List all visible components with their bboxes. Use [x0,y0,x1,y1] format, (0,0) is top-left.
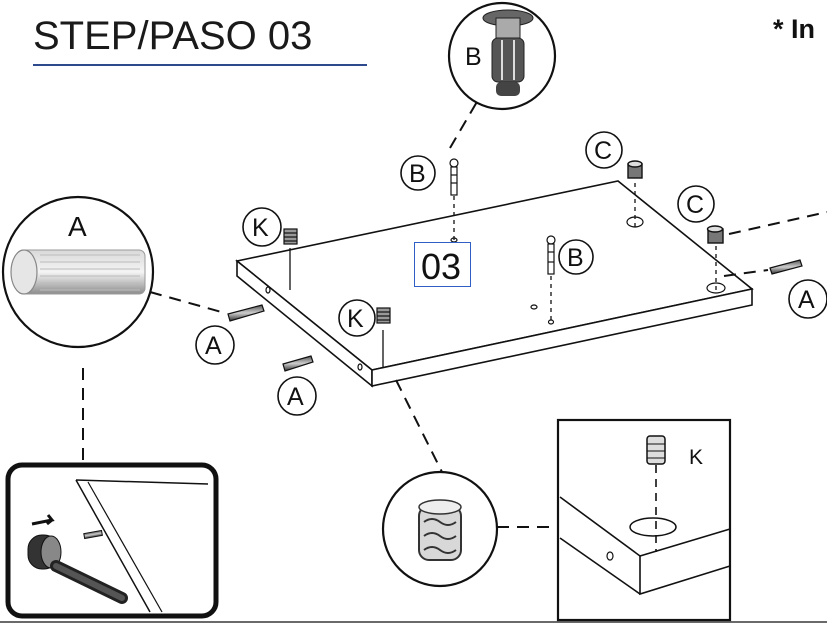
dowel-a-1 [227,304,265,322]
cam-lock-c-1 [627,160,643,179]
panel-guides [289,183,717,368]
callout-a-1: A [205,332,222,360]
panel [235,180,754,388]
dowel-insert-inset [5,462,219,619]
panel-holes [265,216,726,371]
dowel-a-3 [769,259,803,275]
title-underline [33,64,367,66]
callout-c-1: C [594,137,612,165]
dowel-a-2 [282,355,314,372]
callout-a-2: A [287,383,304,411]
detail-label-a: A [68,211,87,242]
detail-circle-a [1,195,155,349]
insert-k-2 [376,307,391,324]
callout-b-1: B [409,160,426,188]
step-marker-box [414,242,471,287]
callout-a-3: A [798,286,815,314]
callout-c-2: C [686,191,704,219]
note-partial: * In [773,14,816,44]
callout-k-2: K [347,305,364,333]
detail-circle-b [447,1,557,111]
insert-placement-inset [556,418,732,622]
detail-circle-k [381,470,499,588]
detail-label-b: B [465,43,482,71]
page-title: STEP/PASO 03 [33,14,313,58]
callouts [195,131,827,416]
leader-lines [82,99,827,528]
callout-k-1: K [252,214,269,242]
cam-bolt-b-1 [449,158,459,196]
callout-b-2: B [567,244,584,272]
cam-bolt-b-2 [546,235,556,275]
detail-label-k: K [689,446,703,469]
step-marker: 03 [421,246,462,287]
insert-k-1 [283,228,298,245]
cam-lock-c-2 [706,225,724,244]
